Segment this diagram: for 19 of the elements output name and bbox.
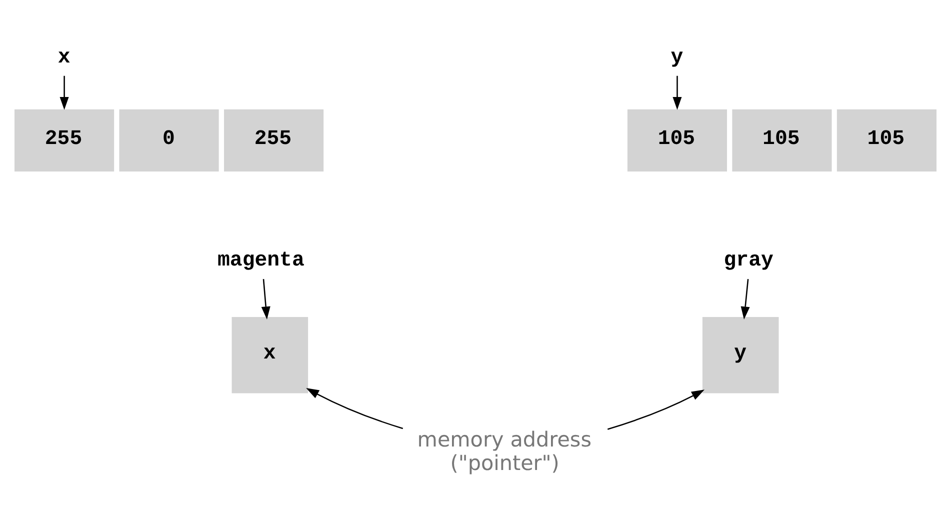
- arrow: [306, 388, 404, 429]
- node-box: 105: [624, 106, 730, 174]
- node-box: x: [232, 316, 308, 393]
- node-box: 255: [221, 106, 326, 174]
- node-box: 105: [730, 106, 834, 174]
- node-text: x: [58, 46, 70, 70]
- node-box: y: [702, 316, 779, 393]
- arrow: [607, 389, 704, 430]
- node-text: y: [670, 46, 684, 70]
- node-box: 0: [116, 106, 222, 174]
- node-text: gray: [724, 249, 774, 272]
- node-text: memory address ("pointer"): [417, 427, 592, 474]
- arrow: [261, 278, 270, 320]
- node-box: 255: [12, 106, 117, 174]
- arrow: [740, 278, 750, 320]
- arrow: [60, 75, 69, 110]
- node-box: 105: [834, 106, 940, 174]
- arrow: [672, 75, 682, 110]
- node-text: magenta: [218, 249, 304, 272]
